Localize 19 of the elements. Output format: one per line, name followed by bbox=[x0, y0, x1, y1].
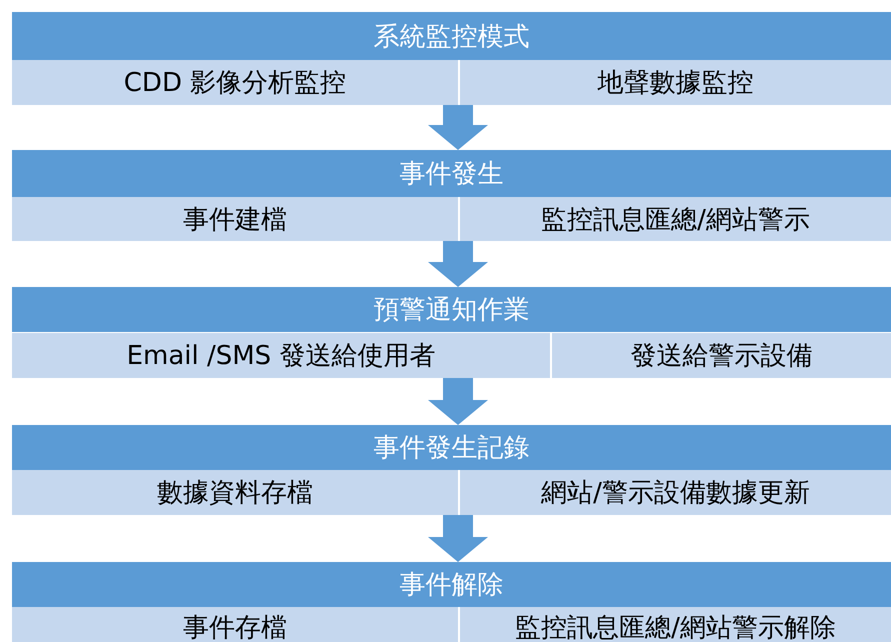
header-band: 事件發生記錄 bbox=[12, 425, 891, 470]
step-box: 監控訊息匯總/網站警示 bbox=[460, 197, 891, 241]
step-box: Email /SMS 發送給使用者 bbox=[12, 333, 550, 378]
block-arrow bbox=[428, 241, 488, 287]
step-box: 地聲數據監控 bbox=[460, 60, 891, 105]
block-arrow bbox=[428, 378, 488, 425]
block-arrow bbox=[428, 515, 488, 562]
step-box: 監控訊息匯總/網站警示解除 bbox=[460, 607, 891, 642]
header-band: 系統監控模式 bbox=[12, 12, 891, 60]
step-box: 網站/警示設備數據更新 bbox=[460, 470, 891, 515]
step-box: 事件建檔 bbox=[12, 197, 458, 241]
header-band: 預警通知作業 bbox=[12, 287, 891, 332]
step-box: 事件存檔 bbox=[12, 607, 458, 642]
header-band: 事件解除 bbox=[12, 562, 891, 607]
step-box: 發送給警示設備 bbox=[552, 333, 891, 378]
header-band: 事件發生 bbox=[12, 150, 891, 197]
step-box: CDD 影像分析監控 bbox=[12, 60, 458, 105]
block-arrow bbox=[428, 105, 488, 150]
step-box: 數據資料存檔 bbox=[12, 470, 458, 515]
